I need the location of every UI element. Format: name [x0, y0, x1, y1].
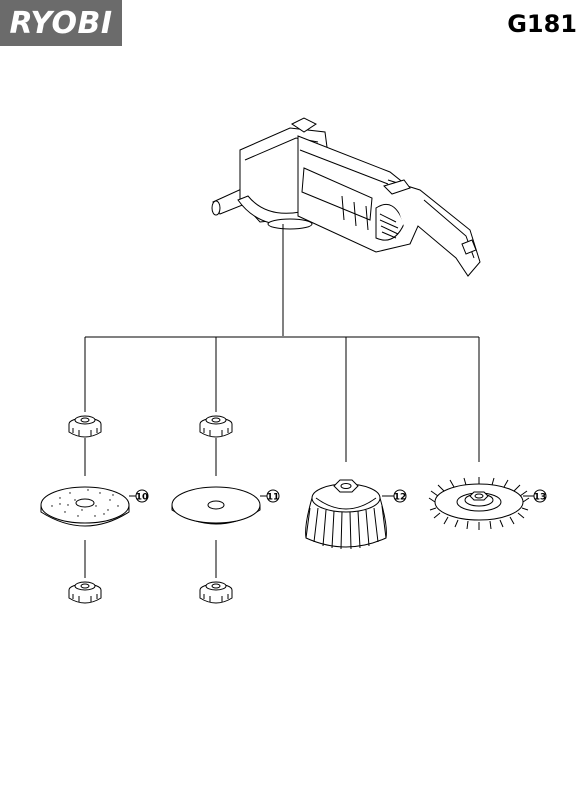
callout-label-11: 11 [267, 493, 280, 503]
callout-13: 13 [523, 489, 547, 503]
callout-label-12: 12 [394, 493, 407, 503]
backing-pad-icon [171, 486, 261, 525]
callout-12: 12 [382, 489, 407, 503]
connector-lines [84, 224, 480, 578]
callout-label-10: 10 [136, 493, 149, 503]
flange-nut-icon [68, 415, 102, 438]
sanding-disc-icon [40, 486, 130, 527]
cup-brush-icon [305, 479, 387, 550]
angle-grinder-icon [211, 117, 481, 277]
callout-label-13: 13 [534, 493, 547, 503]
callout-11: 11 [260, 489, 280, 503]
callout-10: 10 [129, 489, 149, 503]
wheel-brush-icon [428, 477, 530, 530]
ryobi-logo: RYOBI [0, 0, 122, 46]
flange-nut-icon [199, 581, 233, 604]
model-number: G181 [507, 10, 577, 38]
brand-text: RYOBI [9, 5, 113, 41]
flange-nut-icon [68, 581, 102, 604]
flange-nut-icon [199, 415, 233, 438]
